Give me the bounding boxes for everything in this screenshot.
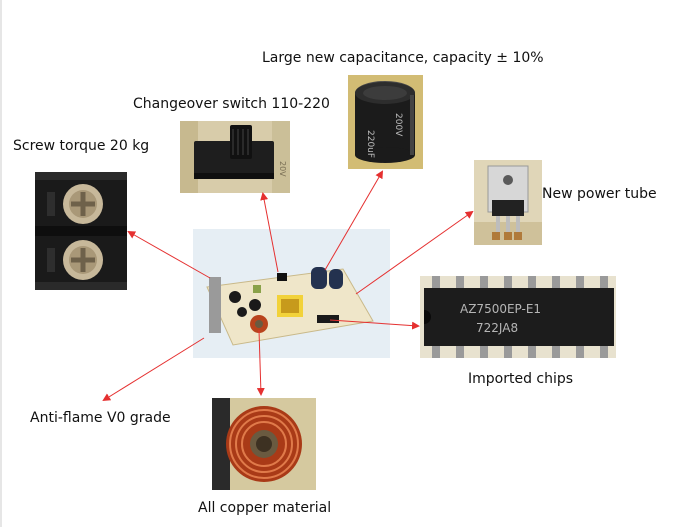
arrow-switch [260,192,279,273]
anti-flame-label: Anti-flame V0 grade [30,410,171,426]
arrow-chips [329,319,420,330]
copper-coil-photo [212,398,316,490]
chip-marking-2: 722JA8 [476,321,518,335]
arrow-power-tube [355,210,474,295]
chip-body [424,288,614,346]
switch-marking: 20V [278,161,287,177]
chips-label: Imported chips [468,371,574,387]
screw-terminal-photo [35,172,127,290]
capacitor-label: Large new capacitance, capacity ± 10% [262,50,544,66]
power-tube-photo [474,160,542,245]
page-edge [0,0,2,527]
arrow-anti-flame [102,337,205,402]
terminal-block [209,277,221,333]
copper-label: All copper material [198,500,332,516]
chip-marking-1: AZ7500EP-E1 [460,302,541,316]
capacitor-marking-1: 220uF [365,130,375,158]
chip-photo: AZ7500EP-E1 722JA8 [420,276,616,358]
capacitor-photo: 220uF 200V [348,75,423,169]
switch-label: Changeover switch 110-220 [133,96,330,112]
capacitor-marking-2: 200V [393,113,403,137]
switch-photo: 20V [180,121,290,193]
arrow-copper [256,329,265,396]
arrow-screw [127,231,211,279]
screw-label: Screw torque 20 kg [13,138,150,154]
arrow-capacitor [324,170,384,271]
power-tube-label: New power tube [542,186,657,202]
